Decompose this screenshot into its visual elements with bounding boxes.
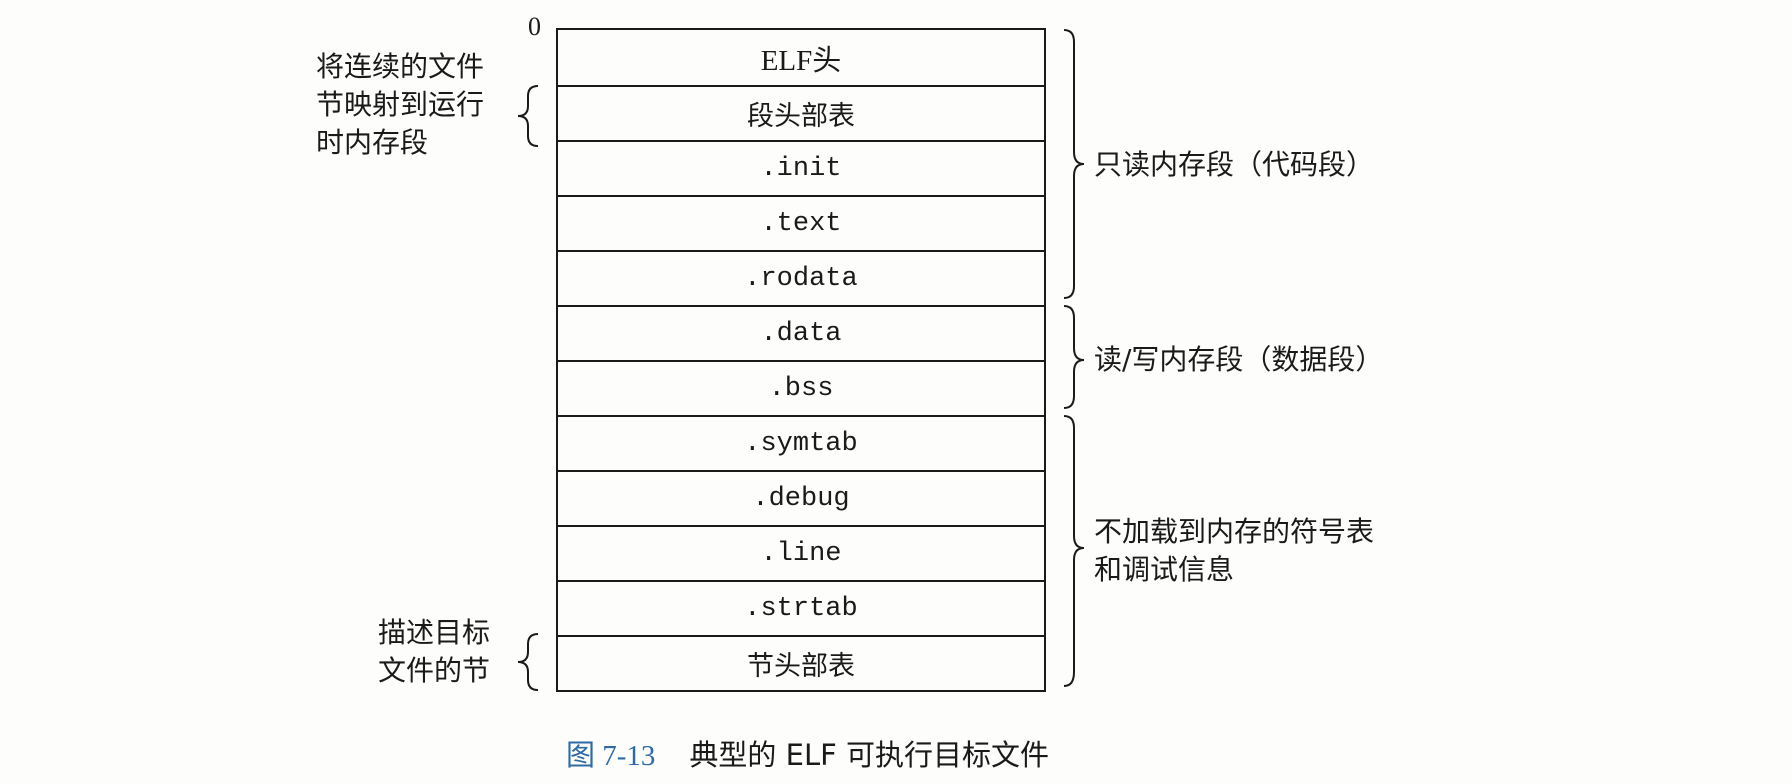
section-row: .debug [558,470,1044,525]
right-brace-readwrite [1063,305,1085,409]
right-label-readwrite-segment: 读/写内存段（数据段） [1094,343,1384,376]
figure-caption: 图 7-13 典型的 ELF 可执行目标文件 [566,732,1049,774]
offset-zero-label: 0 [528,12,541,41]
section-row: .rodata [558,250,1044,305]
elf-section-stack: ELF头段头部表.init.text.rodata.data.bss.symta… [556,28,1046,692]
left-brace-segment-header [517,85,539,147]
figure-number: 图 7-13 [566,740,656,772]
section-row: .strtab [558,580,1044,635]
section-row: .bss [558,360,1044,415]
left-label-map-segments: 将连续的文件 节映射到运行 时内存段 [316,50,485,159]
figure-title: 典型的 ELF 可执行目标文件 [689,738,1050,772]
right-brace-not-loaded [1063,415,1085,687]
section-row: 段头部表 [558,85,1044,140]
section-row: ELF头 [760,44,842,77]
section-row: .line [558,525,1044,580]
section-row: .init [558,140,1044,195]
section-row: .text [558,195,1044,250]
section-row: 节头部表 [558,635,1044,690]
section-row: .symtab [558,415,1044,470]
right-label-not-loaded: 不加载到内存的符号表 和调试信息 [1094,515,1375,586]
section-row: .data [558,305,1044,360]
left-label-describe-sections: 描述目标 文件的节 [378,616,491,687]
right-label-readonly-segment: 只读内存段（代码段） [1094,148,1375,181]
left-brace-section-header [517,633,539,691]
right-brace-readonly [1063,29,1085,299]
